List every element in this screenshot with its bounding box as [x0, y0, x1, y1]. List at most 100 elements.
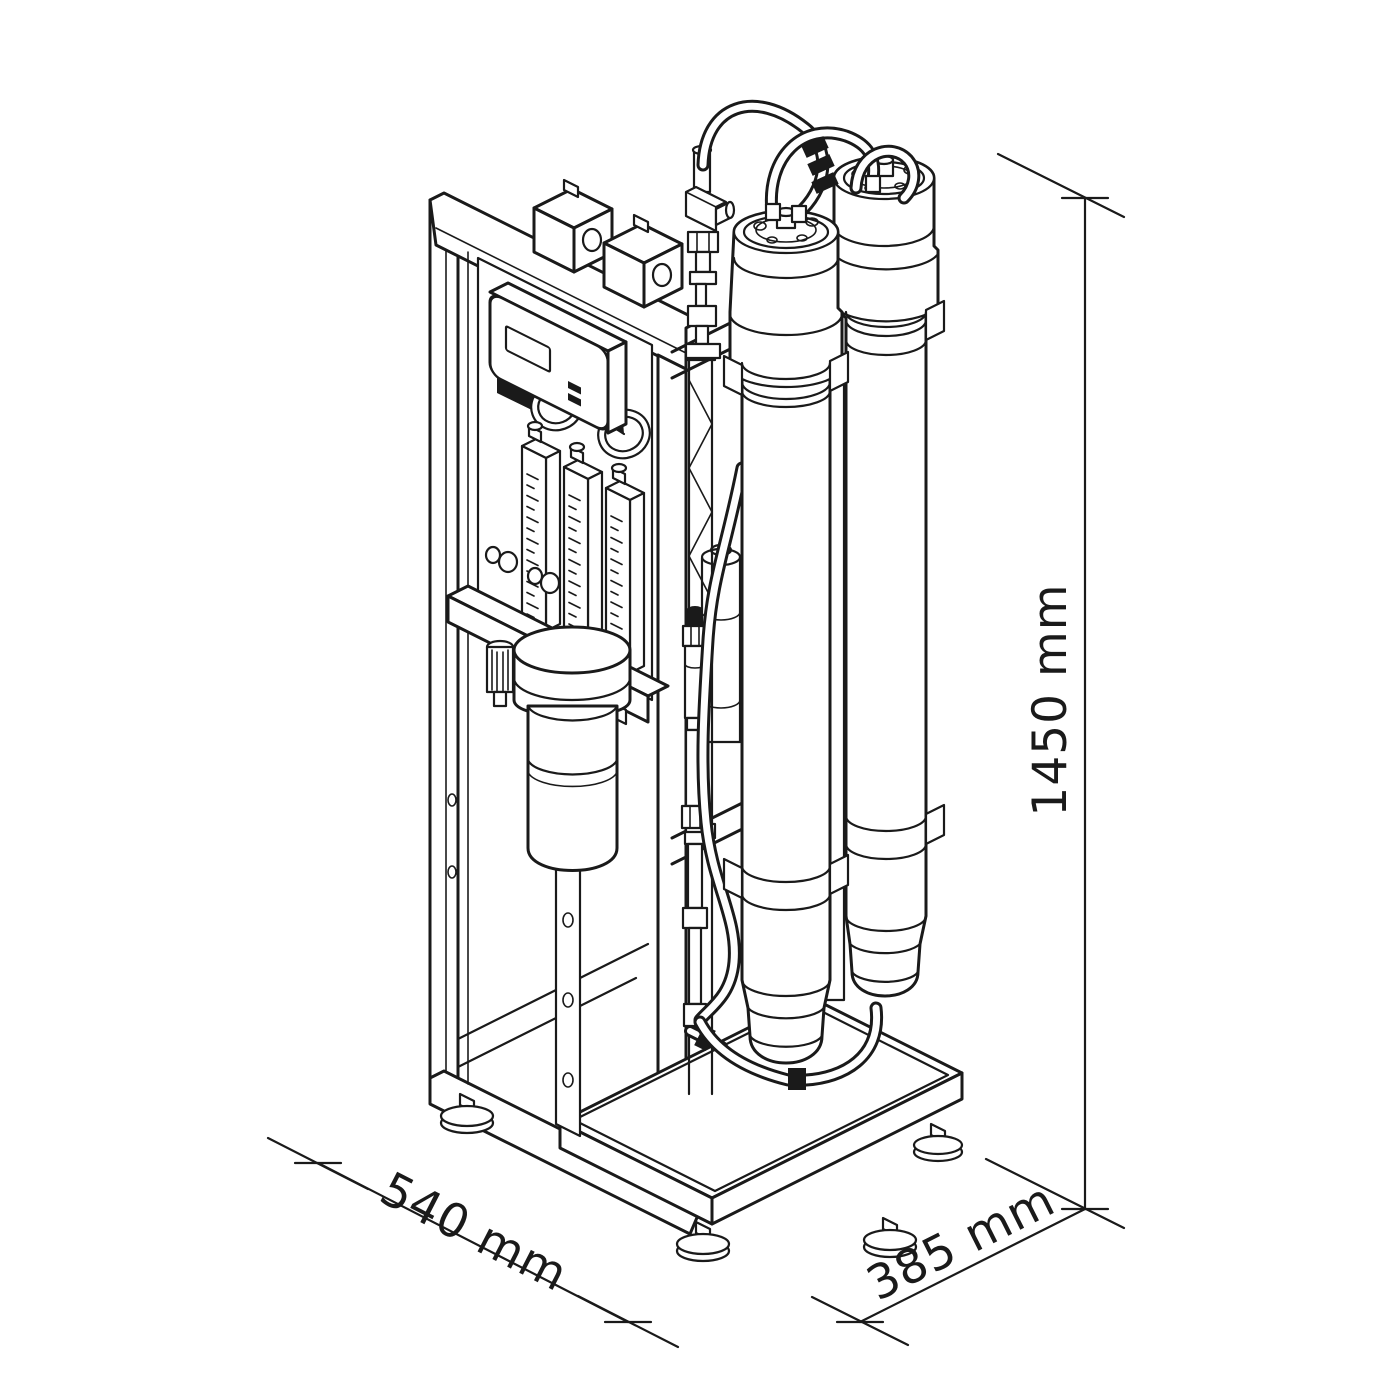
filter-sump [526, 704, 619, 872]
bottom-ring [748, 1034, 824, 1048]
column-nut [681, 906, 709, 930]
solenoid-valve-2 [602, 213, 684, 309]
column-flange [684, 342, 722, 360]
foot [439, 1092, 495, 1135]
hose-coupling-band [801, 136, 829, 158]
dimension-width: 385 mm [810, 1172, 1087, 1347]
barb-fitting [497, 550, 519, 574]
strap-clamp [722, 354, 744, 397]
body-ring [844, 914, 928, 933]
dimension-line-depth [316, 1161, 630, 1324]
barb-fitting [539, 571, 561, 595]
extension-line [984, 1157, 1126, 1230]
barb-fitting [526, 566, 544, 586]
column-tube [694, 282, 708, 308]
membrane-vessel-front [728, 206, 844, 1065]
strap-clamp [924, 803, 946, 846]
dimension-line-width [858, 1207, 1087, 1324]
tee-edge [685, 191, 717, 208]
hose-ferrule [764, 202, 782, 222]
plug-body [485, 645, 515, 694]
filter-ring [526, 758, 619, 776]
body-ring [740, 380, 832, 401]
vessel-silhouette [832, 155, 940, 998]
foot [912, 1122, 964, 1163]
membrane-vessel-rear [832, 154, 940, 998]
strap-rear-lower [844, 814, 928, 861]
nut-facets [696, 231, 710, 253]
column-tube [694, 250, 712, 274]
strut-hole [562, 1072, 574, 1088]
filter-head-ring [512, 676, 632, 702]
filter-ring [526, 704, 619, 722]
controller-box [488, 281, 628, 435]
frame-top-beam-edge [435, 227, 687, 354]
controller-indicator [568, 392, 581, 407]
frame-left-post [428, 198, 460, 1094]
plug-knurling [491, 649, 509, 693]
meter-front-face [520, 444, 548, 633]
vessel-silhouette [728, 209, 844, 1065]
valve-tab [632, 213, 650, 234]
strap-rear-upper [844, 310, 928, 357]
cap-ring [732, 256, 840, 280]
top-hoses [696, 99, 921, 224]
meter-top-fitting [526, 420, 544, 432]
foot [862, 1216, 918, 1259]
frame-rear-base-tube [450, 976, 638, 1072]
strap-clamp [722, 857, 744, 900]
barb-fitting [526, 566, 561, 595]
tray-inner-lip [572, 1002, 950, 1193]
band-ring [832, 252, 940, 271]
meter-side-face [628, 491, 646, 675]
barb-fitting [484, 545, 519, 574]
meter-front-face [562, 465, 590, 654]
extension-line [576, 1294, 680, 1349]
meter-side-face [544, 449, 562, 633]
mounting-hole [447, 865, 457, 879]
bottom-ring [850, 970, 920, 983]
strut-hole [562, 912, 574, 928]
hex-nut [686, 304, 718, 328]
foot-disc [912, 1134, 964, 1156]
extension-line [810, 1295, 910, 1347]
barb-fitting [484, 545, 502, 565]
valve-tab [562, 178, 580, 199]
flow-meter-1 [520, 420, 562, 640]
mounting-hole [447, 793, 457, 807]
mounting-straps [722, 299, 946, 912]
vent-plug [485, 639, 515, 708]
tray-front-left-wall [558, 1120, 714, 1226]
dimension-height: 1450 mm [984, 152, 1126, 1230]
valve-coil-boss [651, 262, 673, 288]
meter-top-fitting [568, 441, 586, 453]
port-detail [796, 234, 808, 242]
bottom-ring [746, 1006, 826, 1020]
nut-facets [690, 625, 700, 647]
foot-disc [862, 1228, 918, 1252]
foot-disc [675, 1232, 731, 1256]
strap-front-upper [740, 361, 832, 409]
port-detail [766, 236, 778, 244]
controller-display [504, 325, 552, 373]
dimension-label-depth: 540 mm [372, 1162, 577, 1303]
foot [675, 1220, 731, 1263]
meter-top-fitting [610, 462, 628, 474]
hex-nut [686, 230, 720, 254]
extension-line [266, 1136, 370, 1191]
filter-ring [527, 771, 618, 788]
column-tube [687, 926, 703, 1006]
hose-coupling-band [811, 172, 839, 194]
flow-meter-2 [562, 441, 604, 654]
solenoid-valve-1 [532, 178, 614, 274]
leveling-feet [439, 1092, 964, 1263]
column-cap-top [687, 606, 703, 614]
column-cap [687, 610, 703, 626]
meter-side-face [586, 470, 604, 654]
band-ring [728, 312, 844, 337]
controller-indicator [568, 380, 581, 395]
flow-meter-3 [604, 462, 646, 675]
support-frame [428, 191, 706, 1236]
bottom-ring [848, 942, 922, 955]
valve-side-face [642, 242, 684, 309]
